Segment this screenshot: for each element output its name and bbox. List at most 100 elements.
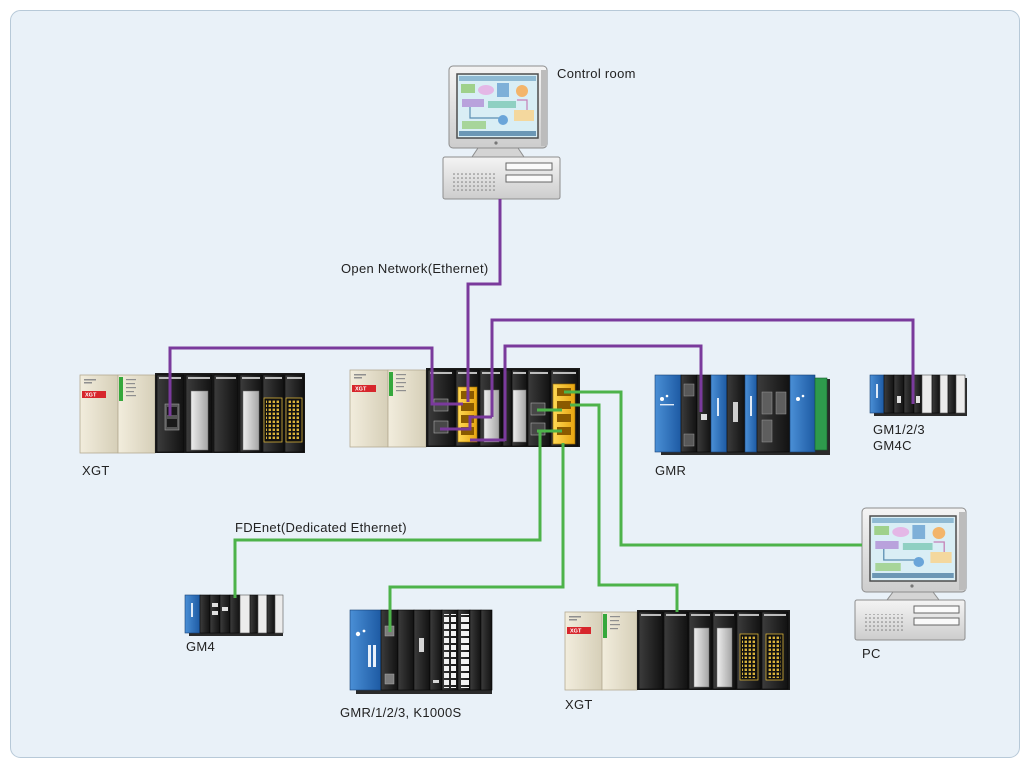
brand-badge-text: XGT: [570, 629, 582, 635]
module-cover: [716, 627, 733, 688]
status-led-strip: [603, 614, 607, 638]
indicator: [433, 680, 439, 683]
cpu-label-line: [396, 374, 406, 376]
label-fdenet: FDEnet(Dedicated Ethernet): [235, 520, 407, 535]
indicator: [916, 396, 920, 403]
power-module: [79, 374, 119, 454]
ethernet-link-xgt-left: [168, 346, 463, 416]
connector-pins: [742, 636, 756, 678]
io-module: [480, 609, 493, 691]
drive-bay: [913, 617, 960, 626]
label-gmr-k1000s: GMR/1/2/3, K1000S: [340, 705, 461, 720]
status-led-strip: [389, 372, 393, 396]
label-gm4c: GM4C: [873, 438, 912, 453]
plc-xgt-bottom: XGT: [564, 610, 790, 691]
module-label-line: [84, 379, 96, 381]
power-module: [654, 374, 682, 453]
cpu-label-line: [126, 395, 136, 397]
io-module: [638, 611, 664, 690]
fdenet-links: [233, 390, 862, 632]
plc-gmr-k1000s: [349, 609, 493, 694]
ethernet-port: [167, 419, 177, 427]
io-module: [947, 374, 957, 414]
label-gm4: GM4: [186, 639, 215, 654]
connector: [683, 433, 695, 447]
fdenet-link-gm4: [233, 431, 542, 598]
terminal-block: [444, 614, 456, 688]
slot-tag: [530, 372, 548, 374]
fdenet-link-xgt-bottom: [570, 403, 679, 612]
module-label-line: [569, 619, 577, 621]
monitor-stand: [886, 591, 940, 601]
slot-tag: [242, 377, 260, 379]
cpu-module: [601, 611, 638, 691]
io-module: [913, 374, 923, 414]
cpu-label-line: [610, 628, 618, 630]
monitor-side: [541, 70, 547, 146]
ethernet-port: [167, 407, 177, 415]
speaker-grille: [452, 172, 496, 192]
control-room-computer: [442, 65, 561, 200]
ethernet-port: [530, 422, 546, 436]
io-module: [955, 374, 966, 414]
monitor-power-button: [494, 141, 498, 145]
connector: [683, 383, 695, 397]
label-gmr: GMR: [655, 463, 686, 478]
indicator: [733, 402, 738, 422]
slot-tag: [287, 377, 302, 379]
indicator: [212, 603, 218, 607]
label-control-room: Control room: [557, 66, 636, 81]
pc-computer: [854, 507, 967, 641]
brand-badge-text: XGT: [355, 387, 367, 393]
indicator: [701, 414, 707, 420]
plc-gmr: [654, 374, 830, 455]
module-label-line: [354, 377, 362, 379]
slot-tag: [553, 372, 576, 374]
plc-xgt-center: XGT: [349, 368, 580, 448]
io-module: [239, 594, 251, 634]
io-module: [663, 611, 689, 690]
module-logo: [362, 629, 366, 633]
ethernet-link-gm123: [490, 318, 915, 417]
switch-port: [557, 401, 571, 409]
connector-pins: [266, 400, 280, 440]
cpu-label-line: [126, 383, 135, 385]
io-module: [696, 374, 712, 453]
slot-tag: [513, 372, 526, 374]
ethernet-link-gmr: [503, 344, 703, 441]
ethernet-links: [168, 199, 915, 442]
cpu-label-line: [396, 390, 406, 392]
io-module: [883, 374, 895, 414]
label-xgt-left: XGT: [82, 463, 110, 478]
io-module: [274, 594, 284, 634]
slot-tag: [430, 372, 452, 374]
plc-xgt-left: XGT: [79, 373, 305, 454]
indicator: [897, 396, 901, 403]
module-label-line: [373, 645, 376, 667]
module-logo: [355, 631, 361, 637]
cpu-label-line: [396, 382, 406, 384]
io-module: [939, 374, 949, 414]
io-module: [266, 594, 276, 634]
module-label-line: [191, 603, 193, 617]
brand-badge: [352, 385, 376, 392]
module-label-line: [368, 645, 371, 667]
slot-tag: [666, 614, 686, 616]
switch-port: [557, 427, 571, 435]
connector: [761, 419, 773, 443]
plc-gm4: [184, 594, 284, 636]
brand-badge: [567, 627, 591, 634]
module-label-line: [660, 404, 674, 406]
slot-tag: [715, 614, 734, 616]
plc-gm123: [869, 374, 967, 416]
label-pc: PC: [862, 646, 881, 661]
terminal-block: [459, 614, 469, 688]
io-module: [429, 609, 443, 691]
module-logo: [796, 397, 800, 401]
brand-badge: [82, 391, 106, 398]
cpu-module: [387, 369, 427, 448]
comm-module: [789, 374, 816, 453]
monitor-side: [959, 512, 966, 590]
io-module: [229, 594, 241, 634]
cpu-label-line: [396, 378, 405, 380]
